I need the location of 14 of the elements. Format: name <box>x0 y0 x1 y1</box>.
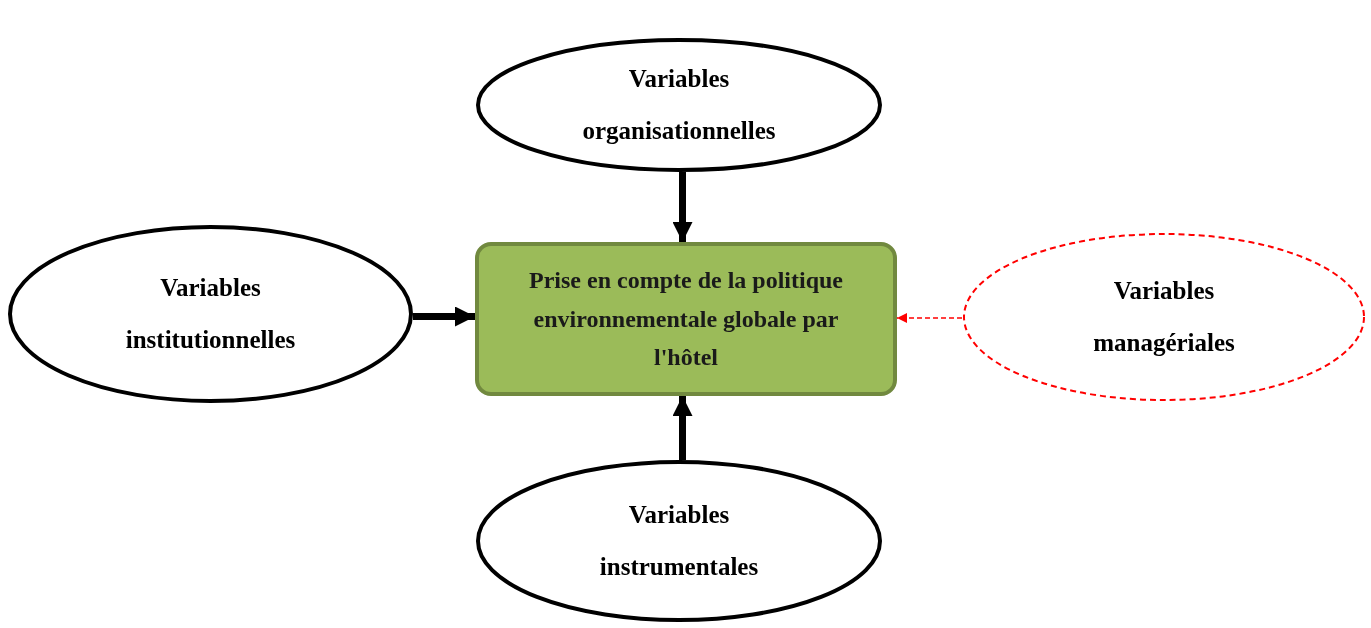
variable-ellipse <box>962 232 1366 402</box>
arrow <box>896 313 963 323</box>
variable-ellipse <box>476 460 882 622</box>
node-label: Prise en compte de la politique environnementale globale par l'hôtel <box>528 266 844 373</box>
variable-ellipse <box>476 38 882 172</box>
process-box <box>475 242 897 396</box>
node-label: Variables organisationnelles <box>581 63 777 146</box>
arrow <box>672 396 693 460</box>
node-label: Variables institutionnelles <box>124 272 297 355</box>
node-label: Variables managériales <box>1092 275 1236 358</box>
variable-ellipse <box>8 225 413 403</box>
arrow <box>412 306 475 327</box>
arrow <box>672 172 693 242</box>
node-label: Variables instrumentales <box>598 499 760 582</box>
